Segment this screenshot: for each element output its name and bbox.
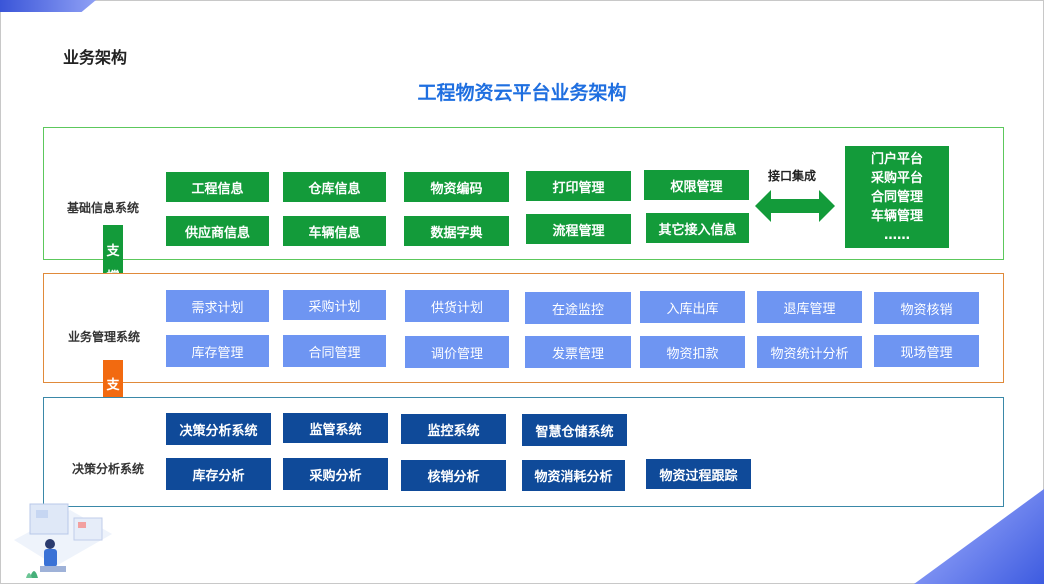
business-item: 库存管理 (166, 335, 269, 367)
person-at-desk-illustration (14, 503, 112, 578)
business-item: 入库出库 (640, 291, 745, 323)
decision-item: 采购分析 (283, 458, 388, 490)
business-item: 物资扣款 (640, 336, 745, 368)
decision-item: 监控系统 (401, 414, 506, 444)
basic-item: 仓库信息 (283, 172, 386, 202)
business-item: 物资统计分析 (757, 336, 862, 368)
decision-item: 库存分析 (166, 458, 271, 490)
basic-item: 权限管理 (644, 170, 749, 200)
support-arrow-text: 支 (106, 378, 120, 393)
business-item: 需求计划 (166, 290, 269, 322)
basic-item: 数据字典 (404, 216, 509, 246)
portal-item: …… (884, 228, 910, 243)
basic-item: 其它接入信息 (646, 213, 749, 243)
basic-item: 打印管理 (526, 171, 631, 201)
corner-decoration-top (0, 0, 96, 12)
decision-item: 核销分析 (401, 460, 506, 491)
decision-label: 决策分析系统 (72, 462, 145, 476)
decision-item: 物资消耗分析 (522, 460, 625, 491)
support-arrow-text: 支 (106, 244, 120, 259)
decision-item: 物资过程跟踪 (646, 459, 751, 489)
basic-info-label: 基础信息系统 (67, 201, 140, 215)
basic-item: 工程信息 (166, 172, 269, 202)
diagram-title: 工程物资云平台业务架构 (417, 82, 627, 104)
business-item: 退库管理 (757, 291, 862, 323)
decision-item: 监管系统 (283, 413, 388, 443)
business-item: 发票管理 (525, 336, 631, 368)
basic-item: 供应商信息 (166, 216, 269, 246)
page-heading: 业务架构 (63, 48, 128, 67)
double-arrow-icon (755, 190, 835, 222)
business-item: 合同管理 (283, 335, 386, 367)
basic-item: 物资编码 (404, 172, 509, 202)
business-item: 供货计划 (405, 290, 509, 322)
portal-item: 合同管理 (870, 190, 923, 205)
business-item: 在途监控 (525, 292, 631, 324)
basic-item: 车辆信息 (283, 216, 386, 246)
business-item: 调价管理 (405, 336, 509, 368)
business-item: 物资核销 (874, 292, 979, 324)
decision-item: 智慧仓储系统 (522, 414, 627, 446)
portal-item: 门户平台 (870, 152, 923, 167)
portal-item: 车辆管理 (870, 209, 923, 224)
business-label: 业务管理系统 (68, 330, 141, 344)
portal-item: 采购平台 (870, 171, 923, 186)
interface-label: 接口集成 (768, 169, 817, 183)
decision-item: 决策分析系统 (166, 413, 271, 445)
basic-item: 流程管理 (526, 214, 631, 244)
business-item: 采购计划 (283, 290, 386, 320)
portal-box: 门户平台 采购平台 合同管理 车辆管理 …… (845, 146, 949, 248)
business-item: 现场管理 (874, 335, 979, 367)
